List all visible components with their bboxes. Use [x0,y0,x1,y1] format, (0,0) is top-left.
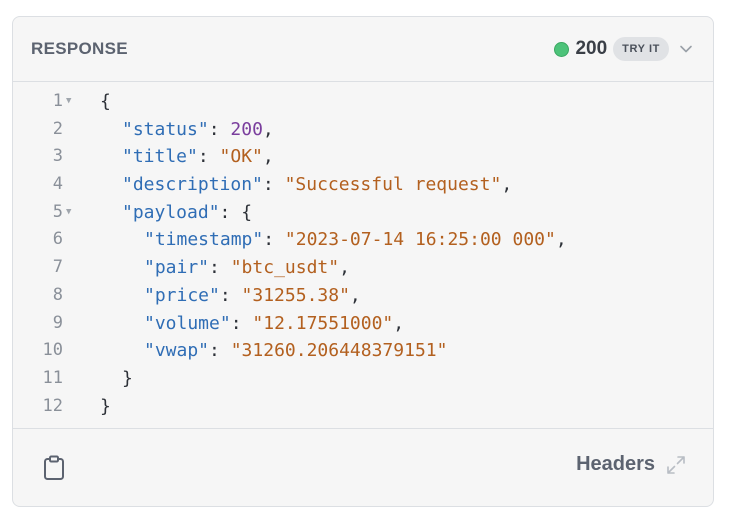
code-line: 9 "volume": "12.17551000", [13,310,713,338]
json-punct: { [100,91,111,112]
expand-icon[interactable] [665,454,687,476]
json-string: "31260.206448379151" [230,340,448,362]
fold-arrow-icon[interactable]: ▼ [66,206,72,217]
chevron-down-icon[interactable] [679,42,693,56]
json-key: "status" [122,118,209,140]
clipboard-icon[interactable] [43,455,65,481]
json-punct: , [262,146,274,168]
line-number: 8 [52,284,63,305]
code-content: { [100,88,111,116]
json-punct: , [349,284,361,306]
response-title: RESPONSE [31,39,128,58]
json-key: "pair" [144,257,210,279]
code-line: 11} [13,365,713,393]
json-punct: : [262,174,285,196]
json-punct: , [262,118,274,140]
json-string: "2023-07-14 16:25:00 000" [284,229,556,251]
code-line: 7 "pair": "btc_usdt", [13,254,713,282]
json-number: 200 [230,118,263,140]
json-punct: , [555,229,567,251]
response-panel: RESPONSE 200 TRY IT 1▼{2"status": 200,3"… [12,16,714,507]
code-line: 5▼ "payload": { [13,199,713,227]
headers-label: Headers [576,453,655,475]
code-line: 10 "vwap": "31260.206448379151" [13,337,713,365]
line-number: 9 [52,312,63,333]
json-punct: : [197,146,220,168]
line-number: 6 [52,229,63,250]
status-code: 200 [575,38,608,59]
json-punct: } [100,395,111,417]
code-content: "pair": "btc_usdt", [100,254,350,282]
code-content: } [100,393,111,421]
line-number: 5 [52,201,63,222]
code-line: 4 "description": "Successful request", [13,171,713,199]
json-key: "price" [144,284,220,306]
json-punct: : [230,312,253,334]
code-content: "title": "OK", [100,143,274,171]
code-content: } [100,365,133,393]
json-key: "title" [122,146,198,168]
code-line: 2 "status": 200, [13,116,713,144]
code-content: "payload": { [100,199,252,227]
headers-button[interactable]: Headers [576,453,687,476]
json-string: "12.17551000" [252,312,394,334]
code-content: "vwap": "31260.206448379151" [100,337,447,365]
json-punct: : { [219,201,253,223]
json-punct: , [339,257,350,279]
response-code-block: 1▼{2"status": 200,3"title": "OK",4"descr… [13,88,713,420]
code-line: 12} [13,393,713,421]
line-number: 4 [52,174,63,195]
json-key: "payload" [122,201,220,223]
line-number: 1 [52,91,63,111]
json-punct: , [393,312,405,334]
json-string: "31255.38" [241,284,350,306]
json-string: "btc_usdt" [230,257,340,279]
json-string: "OK" [219,146,263,168]
json-key: "volume" [144,312,231,334]
response-footer: Headers [13,428,713,506]
line-number: 11 [42,367,63,388]
line-number: 7 [52,257,63,278]
code-line: 8 "price": "31255.38", [13,282,713,310]
json-string: "Successful request" [284,174,502,196]
json-punct: : [208,118,231,140]
json-punct: : [263,229,285,251]
json-punct: } [122,367,133,389]
status-dot-icon [554,41,570,57]
code-content: "status": 200, [100,116,274,144]
response-header: RESPONSE 200 TRY IT [13,17,713,82]
status-selector[interactable]: 200 TRY IT [554,35,693,63]
code-line: 3 "title": "OK", [13,143,713,171]
code-content: "timestamp": "2023-07-14 16:25:00 000", [100,226,567,254]
json-key: "description" [122,174,263,196]
code-content: "description": "Successful request", [100,171,512,199]
json-key: "vwap" [144,340,210,362]
code-content: "price": "31255.38", [100,282,361,310]
json-punct: , [501,174,513,196]
json-punct: : [209,257,231,279]
fold-arrow-icon[interactable]: ▼ [66,96,72,106]
code-content: "volume": "12.17551000", [100,310,404,338]
line-number: 3 [52,146,63,167]
line-number: 12 [42,395,63,416]
code-line: 1▼ { [13,88,713,116]
code-line: 6 "timestamp": "2023-07-14 16:25:00 000", [13,226,713,254]
json-punct: : [209,340,231,362]
try-it-button[interactable]: TRY IT [613,37,669,61]
line-number: 10 [42,340,63,361]
json-key: "timestamp" [144,229,264,251]
json-punct: : [219,284,242,306]
line-number: 2 [52,118,63,139]
